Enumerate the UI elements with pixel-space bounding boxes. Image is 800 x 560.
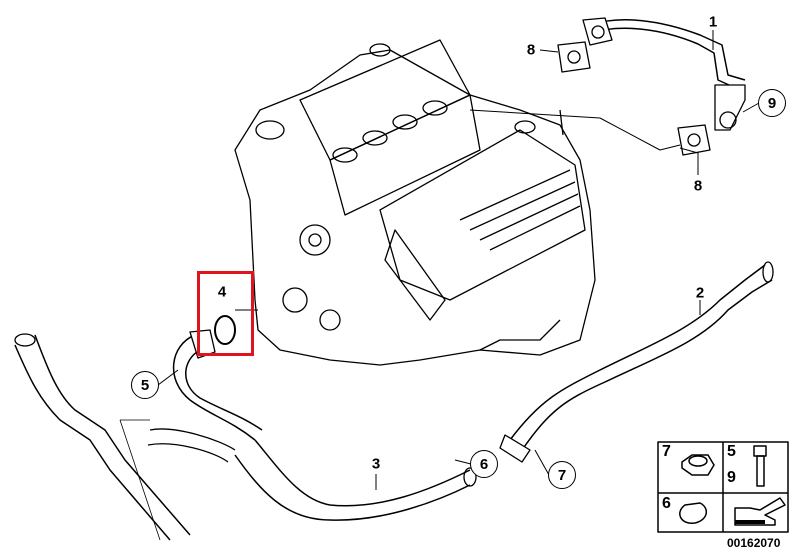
callout-9[interactable]: 9 [758, 89, 786, 117]
callout-1[interactable]: 1 [708, 13, 718, 31]
pipe-5 [173, 334, 263, 441]
pipe-1 [589, 19, 746, 91]
legend-label-bolt-9: 9 [727, 469, 736, 486]
seal-ring-4 [214, 315, 236, 345]
legend-label-nut: 7 [662, 443, 671, 460]
engine-illustration [234, 39, 596, 366]
callout-6[interactable]: 6 [470, 450, 498, 478]
callout-3[interactable]: 3 [371, 455, 381, 473]
left-hose [14, 334, 191, 541]
pipe-2 [509, 264, 773, 451]
callout-4[interactable]: 4 [217, 283, 227, 301]
callout-8-right[interactable]: 8 [693, 177, 703, 195]
pipe-3 [234, 439, 471, 521]
legend-label-clamp: 6 [662, 495, 671, 512]
legend-box [657, 441, 789, 533]
callout-8-top[interactable]: 8 [526, 41, 536, 59]
callout-7[interactable]: 7 [548, 461, 576, 489]
callout-5[interactable]: 5 [131, 371, 159, 399]
highlight-box-part-4 [197, 271, 254, 356]
callout-2[interactable]: 2 [695, 284, 705, 302]
document-number: 00162070 [727, 536, 781, 550]
legend-label-bolt-5: 5 [727, 443, 736, 460]
